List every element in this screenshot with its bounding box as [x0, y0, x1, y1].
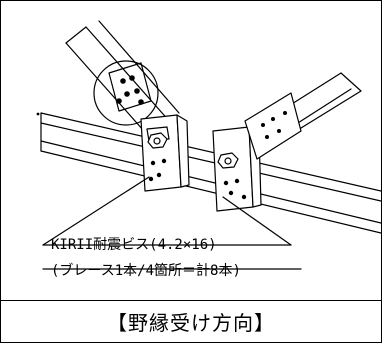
bracket-left: [140, 114, 190, 192]
leader-lines: [42, 176, 302, 270]
bracket-right-bolt: [217, 152, 239, 169]
channel-rail: [40, 112, 381, 234]
screw-spec-label: KIRII耐震ビス(4.2×16): [51, 237, 217, 253]
divider: [1, 300, 381, 301]
bracket-left-bolt: [147, 132, 168, 149]
bracket-right-holes: [223, 178, 247, 200]
screw-count-label: (ブレース1本/4箇所＝計8本): [51, 263, 241, 279]
assembly-drawing: [36, 20, 381, 270]
bracket-right: [212, 126, 262, 212]
diagram-caption: 【野縁受け方向】: [107, 311, 275, 335]
brace-right-plate-holes: [261, 111, 287, 139]
brace-right-plate: [244, 92, 302, 160]
detail-circle: [93, 60, 159, 126]
bracket-left-holes: [148, 158, 167, 182]
detail-plate: [108, 62, 152, 112]
